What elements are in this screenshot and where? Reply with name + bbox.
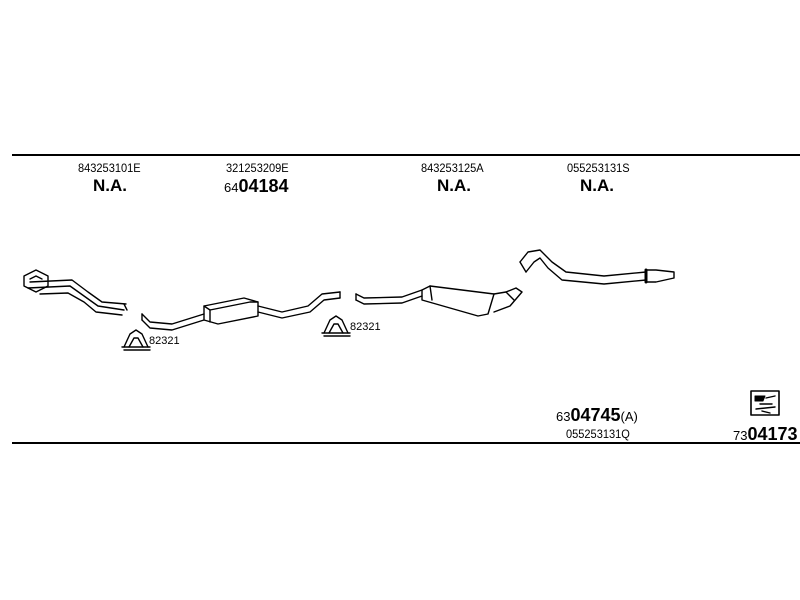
part-1-number: N.A. xyxy=(93,176,127,195)
part-3-number: N.A. xyxy=(437,176,471,195)
clamp-1-label: 82321 xyxy=(149,335,180,347)
bottom-part-number-main: 04745 xyxy=(570,405,621,425)
clamp-1-drawing xyxy=(121,329,151,351)
part-3-oe-number: 843253125A xyxy=(421,161,484,175)
rear-silencer-drawing xyxy=(355,285,523,317)
bottom-part-oe-number: 055253131Q xyxy=(566,427,630,441)
part-2-number-main: 04184 xyxy=(238,176,289,196)
tail-pipe-drawing xyxy=(519,249,675,285)
bottom-part-number: 6304745(A) xyxy=(556,405,638,426)
top-divider xyxy=(12,154,800,156)
kit-number-main: 04173 xyxy=(747,424,798,444)
kit-number-prefix: 73 xyxy=(733,428,748,443)
bottom-part-number-suffix: (A) xyxy=(620,409,638,424)
part-4-number: N.A. xyxy=(580,176,614,195)
middle-silencer-drawing xyxy=(141,291,341,331)
kit-icon xyxy=(750,390,780,416)
kit-number: 7304173 xyxy=(733,424,798,445)
bottom-part-number-prefix: 63 xyxy=(556,409,571,424)
part-1-oe-number: 843253101E xyxy=(78,161,141,175)
part-2-number-prefix: 64 xyxy=(224,180,239,195)
bottom-divider xyxy=(12,442,800,444)
part-4-oe-number: 055253131S xyxy=(567,161,630,175)
part-2-number: 6404184 xyxy=(224,176,289,197)
clamp-2-label: 82321 xyxy=(350,321,381,333)
clamp-2-drawing xyxy=(321,315,351,337)
part-2-oe-number: 321253209E xyxy=(226,161,289,175)
front-pipe-drawing xyxy=(23,269,128,316)
